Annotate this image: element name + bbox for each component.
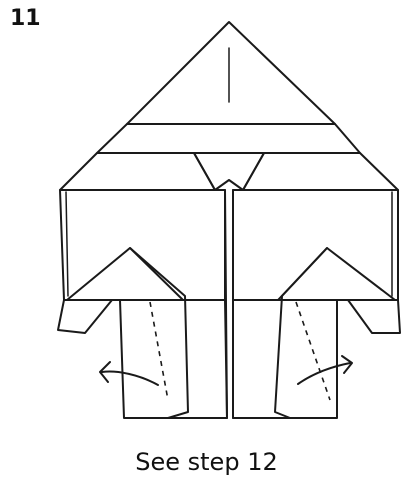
roof-triangle bbox=[126, 21, 336, 125]
left-leg bbox=[119, 299, 228, 419]
caption: See step 12 bbox=[135, 448, 278, 476]
right-curved-arrow-icon bbox=[297, 362, 351, 385]
left-foot bbox=[57, 299, 113, 334]
white-wedge-center bbox=[193, 152, 265, 191]
body-left-edge-fold bbox=[65, 191, 69, 297]
step-number: 11 bbox=[10, 6, 41, 31]
right-flap-edge bbox=[274, 247, 328, 419]
left-valley-fold bbox=[149, 301, 169, 401]
right-valley-fold bbox=[295, 301, 331, 401]
right-foot bbox=[347, 299, 401, 334]
left-flap bbox=[66, 247, 184, 301]
right-leg bbox=[232, 299, 338, 419]
white-wedge-left bbox=[59, 152, 216, 191]
left-curved-arrow-icon bbox=[101, 370, 159, 386]
right-flap bbox=[277, 247, 396, 301]
white-wedge-right bbox=[242, 152, 399, 191]
left-flap-edge bbox=[129, 247, 189, 419]
right-arrowhead bbox=[341, 355, 353, 374]
left-arrowhead bbox=[99, 361, 111, 383]
body-left-panel bbox=[59, 189, 226, 301]
white-band bbox=[96, 123, 361, 154]
